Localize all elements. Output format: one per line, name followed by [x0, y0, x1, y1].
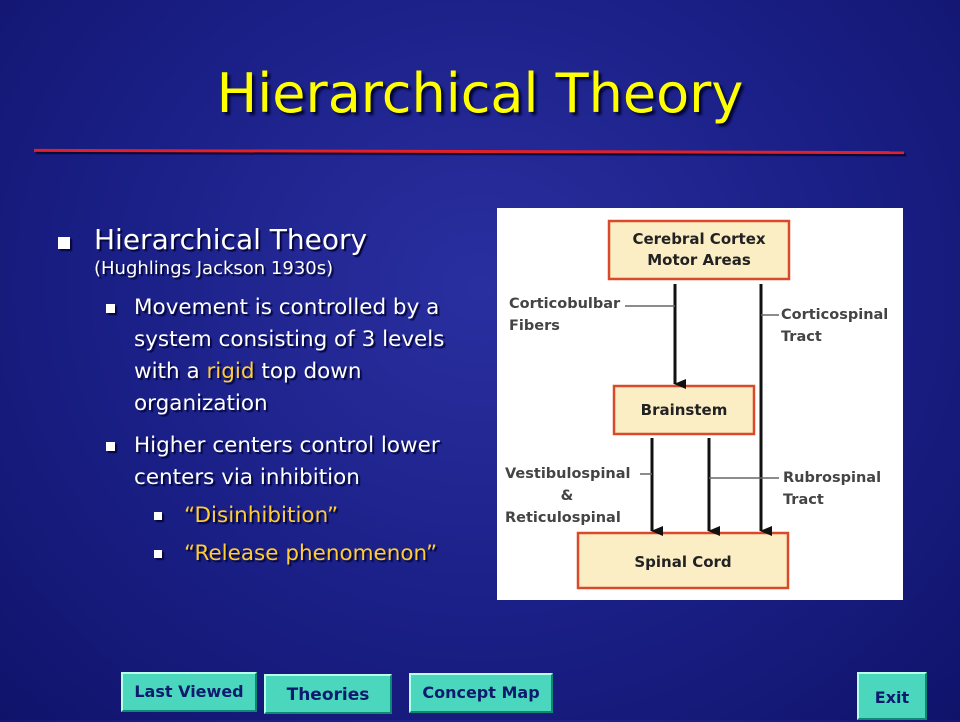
bullet-sub-text: (Hughlings Jackson 1930s) [94, 258, 334, 279]
bullet-marker [106, 304, 115, 313]
bullet-text-before: Movement is controlled by a system consi… [134, 295, 445, 384]
bullet-text-after: top down organization [134, 359, 362, 416]
cortex-label-line1: Cerebral Cortex [632, 230, 765, 248]
label-corticospinal-1: Corticospinal [781, 307, 888, 323]
bullet-marker [154, 512, 162, 520]
box-cerebral-cortex [607, 219, 791, 281]
motor-pathway-diagram: Cerebral Cortex Motor Areas Brainstem Sp… [497, 208, 903, 600]
label-ampersand: & [561, 488, 574, 504]
bullet-text: Higher centers control lower centers via… [134, 433, 440, 490]
bullet-text: “Release phenomenon” [184, 541, 438, 566]
bullet-marker [154, 550, 162, 558]
box-spinal-cord [576, 531, 790, 590]
slide-title: Hierarchical Theory [216, 62, 744, 125]
label-corticobulbar-2: Fibers [509, 318, 560, 334]
bullet-disinhibition: “Disinhibition” [154, 500, 478, 532]
label-corticobulbar-1: Corticobulbar [509, 296, 621, 312]
cortex-label-line2: Motor Areas [647, 251, 751, 269]
label-rubrospinal-2: Tract [783, 492, 824, 508]
label-rubrospinal-1: Rubrospinal [783, 470, 881, 486]
bullet-movement-control: Movement is controlled by a system consi… [106, 292, 478, 420]
bullet-text-highlight: rigid [206, 359, 255, 384]
label-vestibulospinal: Vestibulospinal [505, 466, 631, 482]
spinal-cord-label: Spinal Cord [634, 553, 731, 571]
bullet-marker [58, 237, 70, 249]
exit-button[interactable]: Exit [857, 672, 927, 720]
brainstem-label: Brainstem [641, 401, 728, 419]
last-viewed-button[interactable]: Last Viewed [121, 672, 257, 712]
bullet-main-text: Hierarchical Theory [94, 223, 368, 256]
theories-button[interactable]: Theories [264, 674, 392, 714]
bullet-marker [106, 442, 115, 451]
concept-map-button[interactable]: Concept Map [409, 673, 553, 713]
bullet-release-phenomenon: “Release phenomenon” [154, 538, 478, 570]
label-reticulospinal: Reticulospinal [505, 510, 621, 526]
diagram-svg: Cerebral Cortex Motor Areas Brainstem Sp… [505, 219, 888, 590]
bullet-list: Hierarchical Theory (Hughlings Jackson 1… [58, 222, 478, 570]
title-divider [33, 148, 905, 155]
bullet-hierarchical-theory: Hierarchical Theory (Hughlings Jackson 1… [58, 222, 478, 280]
bullet-higher-centers: Higher centers control lower centers via… [106, 430, 478, 494]
bullet-text: “Disinhibition” [184, 503, 339, 528]
label-corticospinal-2: Tract [781, 329, 822, 345]
